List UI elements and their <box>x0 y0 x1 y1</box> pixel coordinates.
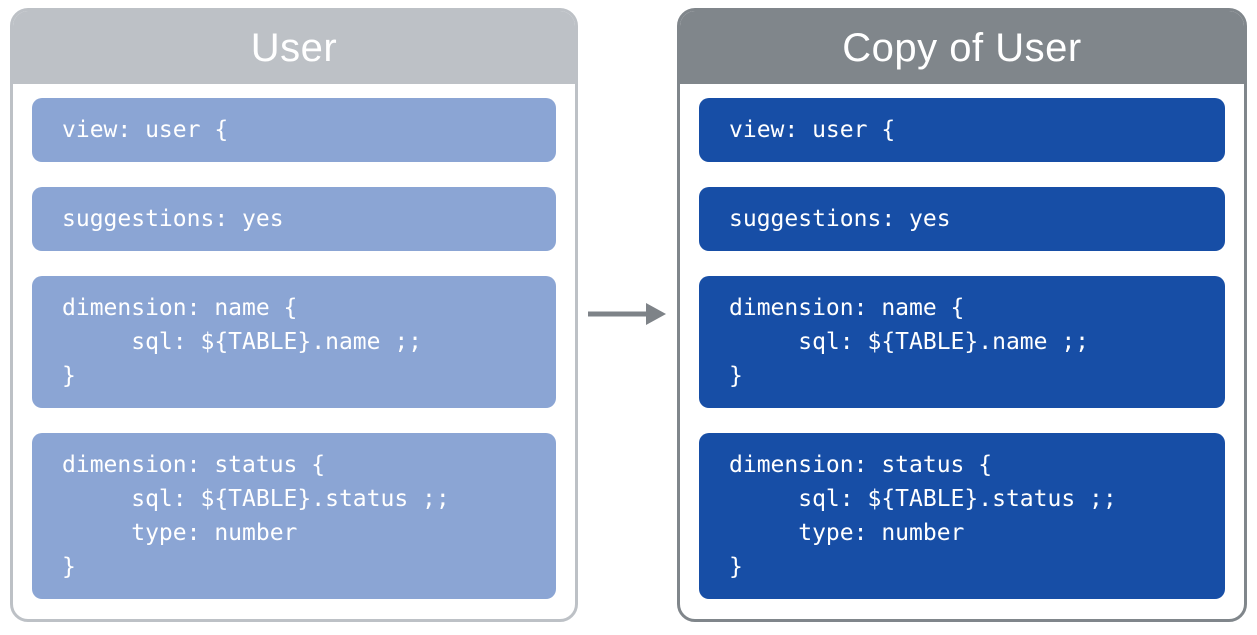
code-block-view-user: view: user { <box>32 98 556 162</box>
code-block-view-copy: view: user { <box>699 98 1225 162</box>
panel-user: User view: user { suggestions: yes dimen… <box>10 8 578 622</box>
code-block-dimension-status-user: dimension: status { sql: ${TABLE}.status… <box>32 433 556 599</box>
code-block-dimension-status-copy: dimension: status { sql: ${TABLE}.status… <box>699 433 1225 599</box>
panel-user-body: view: user { suggestions: yes dimension:… <box>13 84 575 599</box>
arrow-right-icon <box>588 299 668 329</box>
panel-copy-of-user: Copy of User view: user { suggestions: y… <box>677 8 1247 622</box>
code-block-suggestions-user: suggestions: yes <box>32 187 556 251</box>
code-block-dimension-name-copy: dimension: name { sql: ${TABLE}.name ;; … <box>699 276 1225 408</box>
panel-user-header: User <box>13 11 575 84</box>
panel-copy-of-user-header: Copy of User <box>680 11 1244 84</box>
panel-copy-of-user-body: view: user { suggestions: yes dimension:… <box>680 84 1244 599</box>
code-block-dimension-name-user: dimension: name { sql: ${TABLE}.name ;; … <box>32 276 556 408</box>
panel-copy-of-user-title: Copy of User <box>842 25 1082 70</box>
code-block-suggestions-copy: suggestions: yes <box>699 187 1225 251</box>
panel-user-title: User <box>250 25 338 70</box>
